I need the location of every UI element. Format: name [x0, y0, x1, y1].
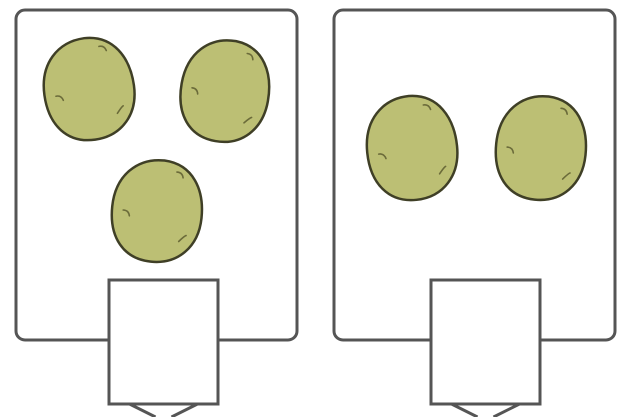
answer-box[interactable]	[109, 280, 218, 404]
right-panel	[334, 10, 615, 417]
answer-box-pointer	[452, 404, 520, 417]
answer-box-pointer	[130, 404, 198, 417]
answer-box[interactable]	[431, 280, 540, 404]
left-panel	[16, 10, 297, 417]
